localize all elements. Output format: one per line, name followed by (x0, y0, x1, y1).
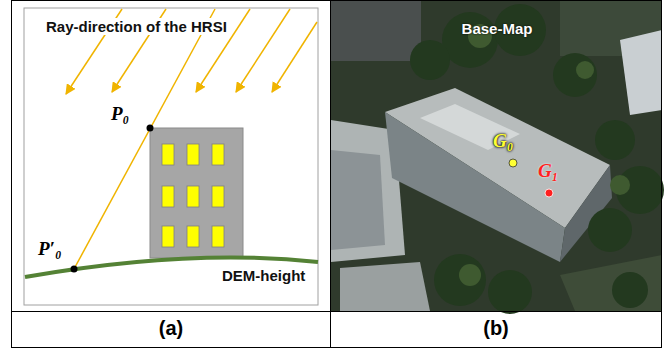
point-g0 (509, 159, 517, 167)
tree (410, 40, 450, 80)
ray-arrows (66, 9, 317, 269)
point-g1 (545, 189, 553, 197)
window (212, 226, 224, 247)
table-line (661, 0, 662, 348)
window (187, 186, 199, 207)
table-line (11, 311, 662, 312)
table-line (11, 0, 12, 348)
satellite-image (331, 1, 664, 314)
window (162, 186, 174, 207)
tree-canopy (410, 4, 664, 314)
point-p0-prime (71, 266, 78, 273)
ray-arrow (236, 9, 290, 92)
window (187, 144, 199, 165)
point-label: P′₀ (38, 238, 62, 260)
table-line (11, 347, 662, 348)
tree-highlights (459, 24, 630, 286)
tree (576, 61, 594, 79)
image-ground (331, 1, 662, 311)
tree (595, 120, 635, 160)
building-facade (385, 112, 565, 262)
tree (553, 53, 597, 97)
tree (488, 270, 532, 314)
map-title: Base-Map (462, 20, 533, 37)
window (187, 226, 199, 247)
ground-patch (560, 255, 662, 311)
table-line (11, 0, 662, 1)
point-p0 (147, 125, 154, 132)
table-line (330, 0, 331, 348)
tree (612, 272, 648, 308)
curve-label: DEM-height (222, 267, 305, 284)
window (162, 144, 174, 165)
tree (588, 208, 632, 252)
point-label: P₀ (111, 103, 129, 125)
tree (459, 264, 481, 286)
tree (434, 254, 486, 306)
roof (331, 1, 421, 61)
point-label: G₁ (538, 160, 558, 182)
point-label: G₀ (493, 130, 513, 152)
roof (620, 30, 662, 115)
tree (610, 175, 630, 195)
ray-heading: Ray-direction of the HRSI (44, 18, 229, 35)
building-body (150, 128, 243, 258)
window (212, 144, 224, 165)
building (150, 128, 243, 258)
ray-arrow (272, 22, 317, 92)
window (162, 226, 174, 247)
window (212, 186, 224, 207)
panel-label: (b) (483, 317, 509, 340)
table-grid (11, 0, 662, 348)
roof (340, 262, 430, 311)
roof (331, 150, 385, 250)
windows (162, 144, 224, 247)
inner-frame (24, 8, 318, 305)
panel-label: (a) (159, 317, 183, 340)
